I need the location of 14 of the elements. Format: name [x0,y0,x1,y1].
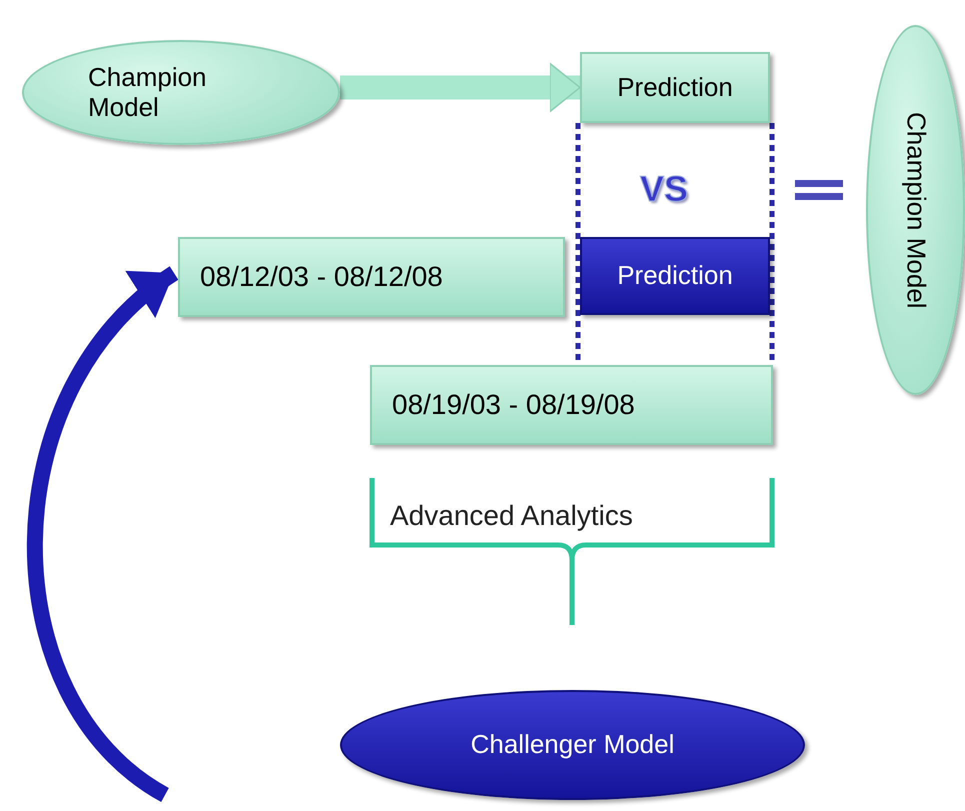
arrow [340,62,581,112]
node-label: Prediction [617,72,733,102]
date-range-box [178,237,565,317]
node-label: 08/12/03 - 08/12/08 [200,260,444,294]
vs-label: VS [640,168,688,210]
process-box [580,237,770,315]
node-label: 08/19/03 - 08/19/08 [392,388,635,422]
node-label: Prediction [617,261,733,291]
process-box [580,52,770,123]
node-label: Challenger Model [470,730,674,760]
node-label: Champion Model [88,62,208,122]
arrow [26,266,179,802]
node-label: Champion Model [900,112,930,308]
date-range-box [370,365,773,445]
